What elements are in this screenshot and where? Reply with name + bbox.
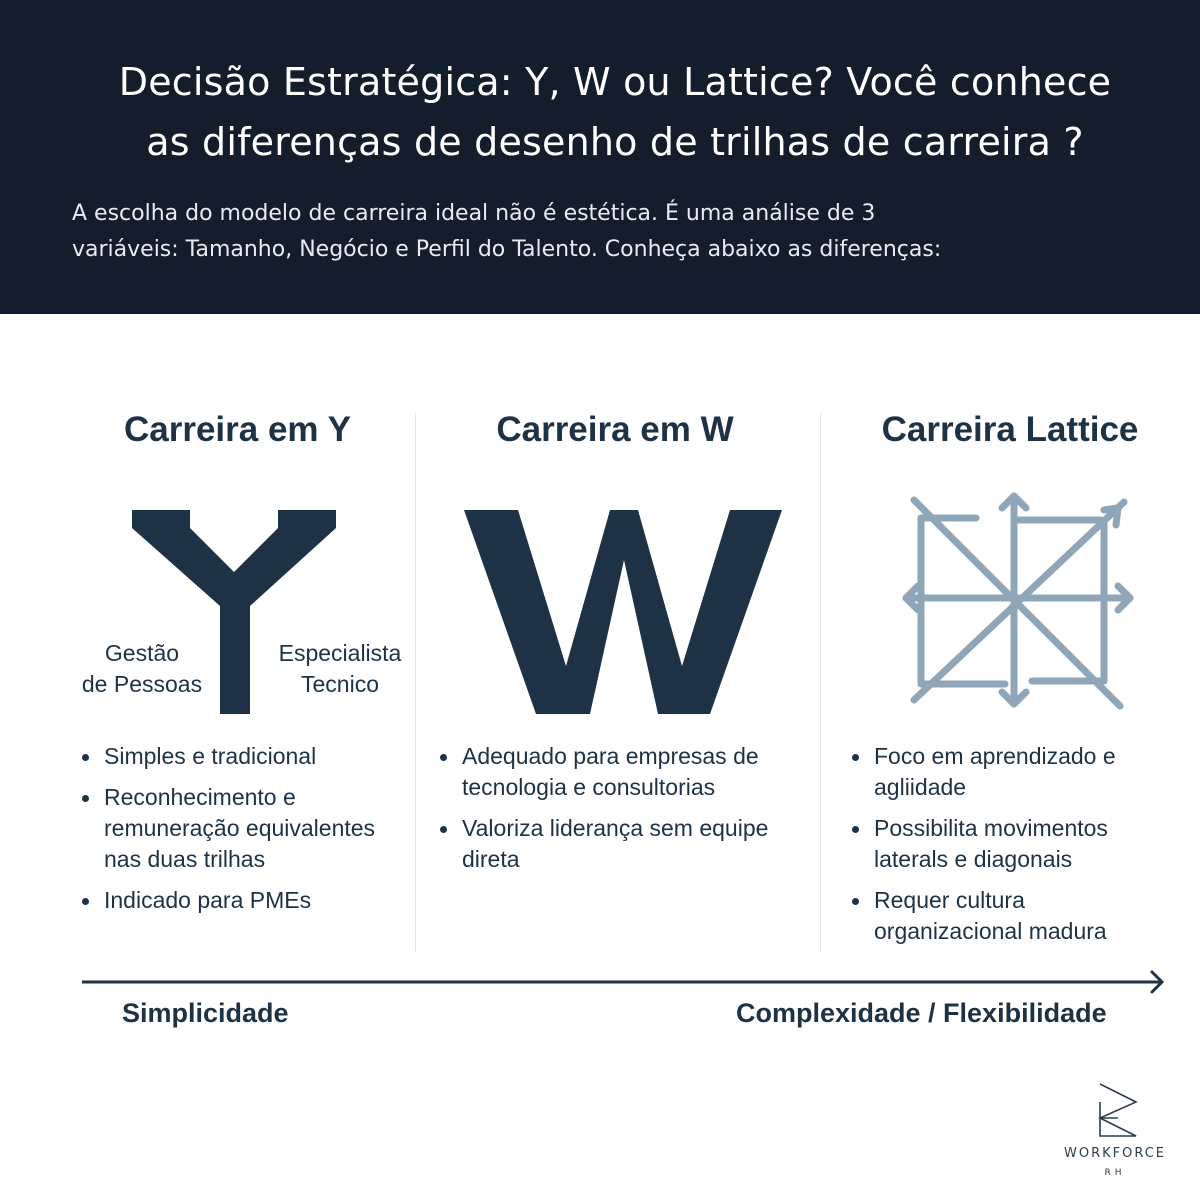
page-title: Decisão Estratégica: Y, W ou Lattice? Vo… [30, 52, 1200, 172]
y-shape-icon [132, 510, 336, 714]
column-title-w: Carreira em W [496, 410, 734, 449]
workforce-logo-icon [1098, 1083, 1138, 1137]
column-divider [415, 413, 416, 953]
list-item: Possibilita movimentos laterals e diagon… [850, 813, 1170, 875]
w-bullet-list: Adequado para empresas de tecnologia e c… [438, 741, 808, 885]
axis-arrow-icon [82, 970, 1165, 994]
title-line-2: as diferenças de desenho de trilhas de c… [146, 120, 1084, 164]
logo-sub: RH [1104, 1168, 1126, 1178]
column-divider [820, 413, 821, 953]
column-title-lattice: Carreira Lattice [881, 410, 1139, 449]
list-item: Reconhecimento e remuneração equivalente… [80, 782, 410, 875]
list-item: Requer cultura organizacional madura [850, 885, 1170, 947]
page-subtitle: A escolha do modelo de carreira ideal nã… [72, 196, 1172, 268]
y-right-label: Especialista Tecnico [278, 640, 402, 697]
list-item: Indicado para PMEs [80, 885, 410, 916]
y-bullet-list: Simples e tradicional Reconhecimento e r… [80, 741, 410, 926]
logo-name: WORKFORCE [1063, 1146, 1167, 1161]
column-title-y: Carreira em Y [123, 410, 351, 449]
list-item: Simples e tradicional [80, 741, 410, 772]
list-item: Foco em aprendizado e agliidade [850, 741, 1170, 803]
subtitle-line-2: variáveis: Tamanho, Negócio e Perfil do … [72, 237, 942, 262]
lattice-bullet-list: Foco em aprendizado e agliidade Possibil… [850, 741, 1170, 957]
axis-label-right: Complexidade / Flexibilidade [736, 998, 1107, 1028]
w-shape-icon [464, 510, 782, 714]
header-banner: Decisão Estratégica: Y, W ou Lattice? Vo… [0, 0, 1200, 314]
y-left-label: Gestão de Pessoas [81, 640, 203, 697]
title-line-1: Decisão Estratégica: Y, W ou Lattice? Vo… [118, 60, 1112, 104]
subtitle-line-1: A escolha do modelo de carreira ideal nã… [72, 201, 876, 226]
lattice-arrows-icon [902, 492, 1134, 710]
axis-label-left: Simplicidade [122, 998, 289, 1028]
list-item: Valoriza liderança sem equipe direta [438, 813, 808, 875]
list-item: Adequado para empresas de tecnologia e c… [438, 741, 808, 803]
